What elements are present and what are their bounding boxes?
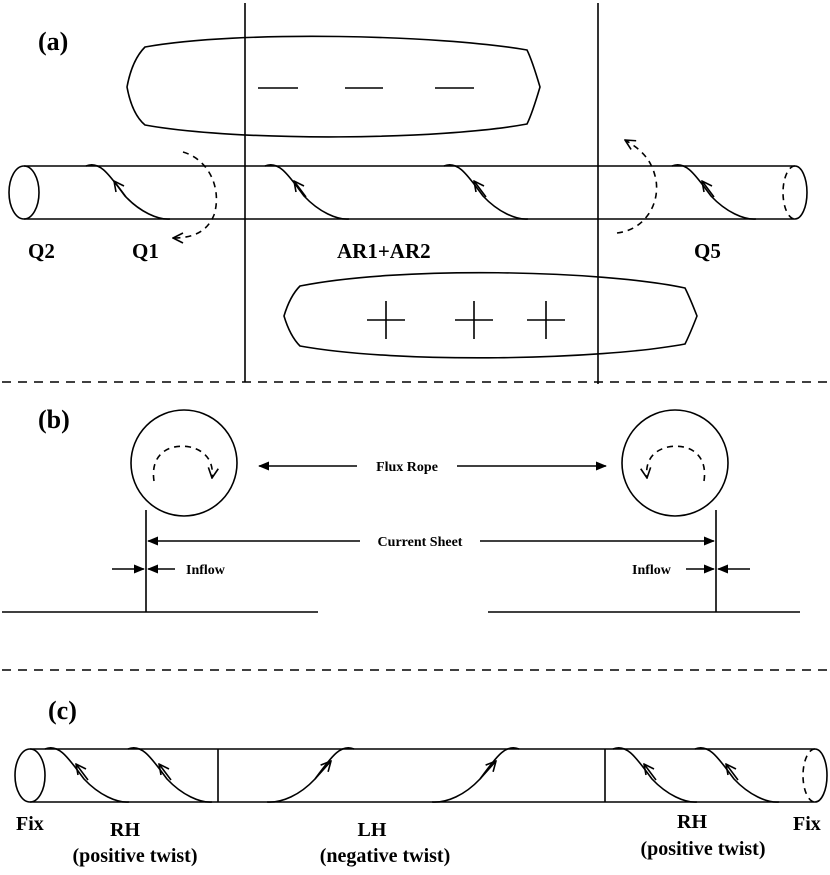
lh-field-line-2: [431, 746, 520, 803]
flux-rope-circle-right: [621, 409, 729, 517]
tube-c-right-end-hidden: [802, 748, 816, 803]
tube-right-end-hidden: [782, 165, 796, 220]
lh-field-line-arrow-1: [314, 761, 331, 780]
segment-3-twist: (positive twist): [641, 838, 766, 860]
fix-label-right: Fix: [793, 813, 821, 835]
flux-tube-a: [8, 140, 808, 238]
region-label-ar1-ar2: AR1+AR2: [337, 239, 431, 263]
panel-c: (c) Fix Fix RH (positive twist) LH (nega…: [14, 696, 828, 867]
field-line-arrow-3: [474, 181, 487, 198]
field-line-arrow-4: [702, 181, 715, 198]
lh-field-line-1: [266, 746, 355, 803]
region-label-q2: Q2: [28, 239, 55, 263]
flux-rope-rotation-right: [647, 445, 706, 482]
rh-field-line-arrow-2: [159, 764, 172, 781]
panel-b: (b) Flux Rope Current Sheet Inflow Inflo…: [2, 405, 800, 613]
rh-field-line-arrow-4: [726, 764, 739, 781]
rh-field-line-1: [44, 746, 130, 803]
field-line-arrow-1: [114, 181, 127, 198]
segment-1-handedness: RH: [110, 819, 140, 841]
panel-b-label: (b): [38, 405, 70, 434]
region-label-q1: Q1: [132, 239, 159, 263]
positive-polarity-region: [283, 271, 698, 359]
positive-sign-3: [527, 301, 565, 339]
rotation-arrow-q1: [173, 151, 218, 238]
rh-field-line-2: [127, 746, 213, 803]
segment-3-handedness: RH: [677, 811, 707, 833]
positive-sign-1: [367, 301, 405, 339]
tube-c-right-end: [814, 748, 828, 803]
inflow-label-left: Inflow: [186, 563, 226, 578]
flux-rope-label-bg: [357, 455, 457, 477]
segment-1-twist: (positive twist): [73, 845, 198, 867]
current-sheet-label: Current Sheet: [378, 535, 463, 550]
flux-rope-label: Flux Rope: [376, 460, 438, 475]
tube-right-end: [794, 165, 808, 220]
field-line-2: [264, 163, 350, 220]
tube-left-end: [8, 165, 40, 220]
field-line-1: [85, 163, 171, 220]
fix-label-left: Fix: [16, 813, 44, 835]
region-label-q5: Q5: [694, 239, 721, 263]
positive-sign-2: [455, 301, 493, 339]
lh-field-line-arrow-2: [479, 761, 496, 780]
negative-polarity-region: [126, 35, 541, 138]
flux-rope-rotation-left: [152, 445, 212, 482]
panel-c-label: (c): [48, 696, 77, 725]
panel-a-label: (a): [38, 27, 68, 56]
flux-rope-circle-left: [130, 409, 238, 517]
rh-field-line-arrow-1: [76, 764, 89, 781]
inflow-label-right: Inflow: [632, 563, 672, 578]
field-line-arrow-2: [294, 181, 307, 198]
tube-c-left-end: [14, 748, 46, 803]
segment-2-twist: (negative twist): [320, 845, 451, 867]
segment-2-handedness: LH: [358, 819, 387, 841]
panel-a: (a) Q2: [8, 3, 808, 384]
rh-field-line-4: [694, 746, 780, 803]
field-line-4: [671, 163, 757, 220]
rh-field-line-arrow-3: [644, 764, 657, 781]
current-sheet-label-bg: [360, 530, 480, 552]
field-line-3: [443, 163, 529, 220]
rh-field-line-3: [612, 746, 698, 803]
